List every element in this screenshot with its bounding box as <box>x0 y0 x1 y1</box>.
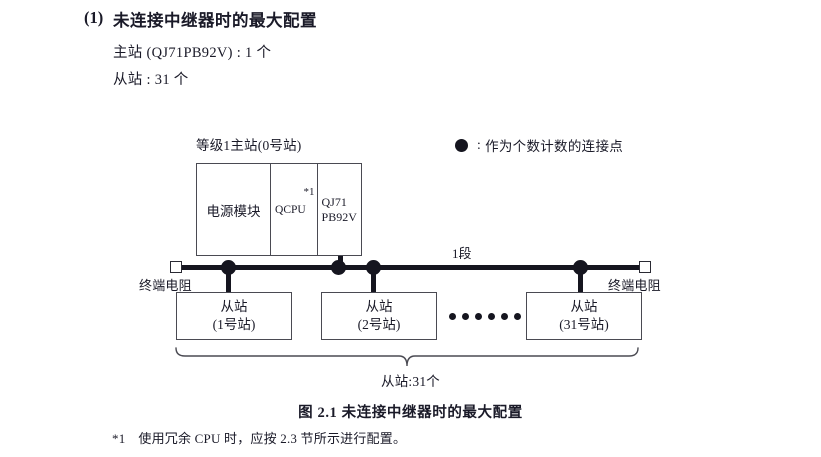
network-module-label-line2: PB92V <box>321 209 357 224</box>
terminator-left-icon <box>170 261 182 273</box>
slave-group-label: 从站:31个 <box>381 374 440 389</box>
segment-label: 1段 <box>452 246 472 261</box>
legend-colon: : <box>477 137 482 152</box>
network-module-label-line1: QJ71 <box>321 194 347 209</box>
slave-station-box: 从站 (1号站) <box>176 292 292 340</box>
slave-title: 从站 <box>220 299 248 315</box>
slave-station-number: (1号站) <box>212 317 256 332</box>
slave-group-brace <box>175 347 639 367</box>
slave-station-box: 从站 (2号站) <box>321 292 437 340</box>
figure-caption: 图 2.1 未连接中继器时的最大配置 <box>298 405 523 421</box>
slave-station-box: 从站 (31号站) <box>526 292 642 340</box>
slave-title: 从站 <box>365 299 393 315</box>
slave-count-text: 从站 : 31 个 <box>113 72 189 88</box>
power-module-label: 电源模块 <box>206 203 261 219</box>
cpu-module-label: QCPU <box>275 203 306 216</box>
terminator-right-label: 终端电阻 <box>608 278 661 293</box>
footnote: *1 使用冗余 CPU 时，应按 2.3 节所示进行配置。 <box>112 428 406 447</box>
cpu-footnote-marker: *1 <box>303 186 315 198</box>
filled-circle-icon <box>455 138 468 152</box>
page-title: 未连接中继器时的最大配置 <box>113 11 317 30</box>
master-station-label: 等级1主站(0号站) <box>196 138 302 153</box>
slave-drop-line <box>578 267 583 293</box>
master-rack: 电源模块 QCPU *1 QJ71 PB92V <box>196 163 362 256</box>
slave-title: 从站 <box>570 299 598 315</box>
ellipsis-icon <box>449 313 521 320</box>
footnote-text: 使用冗余 CPU 时，应按 2.3 节所示进行配置。 <box>138 431 407 446</box>
legend-label: 作为个数计数的连接点 <box>485 139 624 154</box>
network-module-cell: QJ71 PB92V <box>318 164 361 255</box>
terminator-right-icon <box>639 261 651 273</box>
slave-station-number: (31号站) <box>559 317 609 332</box>
slave-drop-line <box>371 267 376 293</box>
connection-node <box>331 260 346 275</box>
slave-drop-line <box>226 267 231 293</box>
cpu-module-cell: QCPU *1 <box>271 164 318 255</box>
legend: : 作为个数计数的连接点 <box>455 135 623 155</box>
footnote-marker: *1 <box>112 431 126 446</box>
terminator-left-label: 终端电阻 <box>139 278 192 293</box>
heading-number: (1) <box>84 8 104 27</box>
bus-trunk-line <box>181 265 640 270</box>
master-count-text: 主站 (QJ71PB92V) : 1 个 <box>113 45 272 61</box>
slave-station-number: (2号站) <box>357 317 401 332</box>
power-module-cell: 电源模块 <box>197 164 272 255</box>
